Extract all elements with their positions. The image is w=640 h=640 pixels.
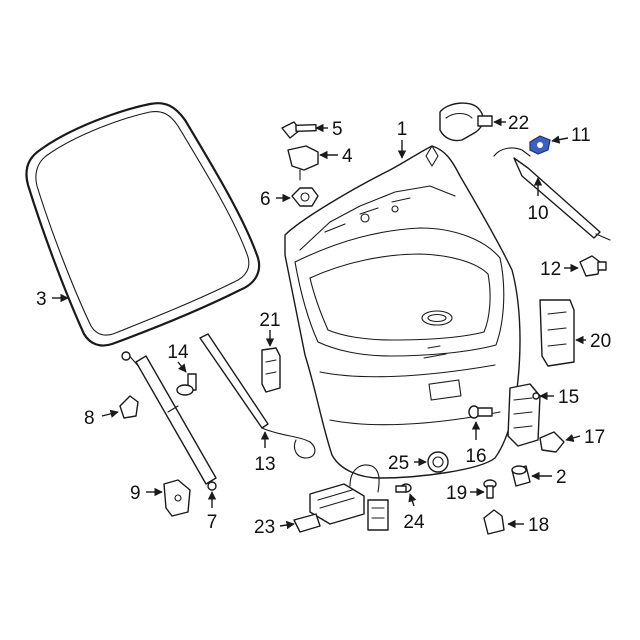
trim-panel-20 <box>539 299 575 367</box>
callout-21: 21 <box>259 310 281 347</box>
grommet-25 <box>427 451 449 473</box>
bumper-17 <box>539 431 565 453</box>
callout-label-14: 14 <box>167 342 189 363</box>
callout-1: 1 <box>397 119 408 159</box>
callout-2: 2 <box>531 467 567 488</box>
callout-18: 18 <box>507 515 549 536</box>
callout-3: 3 <box>36 289 69 310</box>
callout-8: 8 <box>84 408 119 429</box>
screw-14 <box>176 373 197 396</box>
callout-10: 10 <box>527 177 549 224</box>
callout-label-3: 3 <box>36 289 47 310</box>
bracket-21 <box>261 347 281 393</box>
callout-5: 5 <box>315 119 343 140</box>
callout-label-16: 16 <box>465 446 486 467</box>
cable-13 <box>199 333 316 459</box>
callout-label-23: 23 <box>254 517 275 538</box>
callout-label-15: 15 <box>558 387 579 408</box>
callout-label-22: 22 <box>508 113 529 134</box>
callout-label-10: 10 <box>527 203 548 224</box>
callout-label-19: 19 <box>446 483 467 504</box>
callout-label-1: 1 <box>397 119 408 140</box>
callout-label-21: 21 <box>259 310 280 331</box>
callout-12: 12 <box>540 259 579 280</box>
callout-9: 9 <box>130 483 163 504</box>
callout-label-5: 5 <box>332 119 343 140</box>
callout-7: 7 <box>207 491 218 533</box>
bracket-9 <box>163 479 191 517</box>
actuator-23 <box>293 464 389 533</box>
callout-label-24: 24 <box>403 512 425 533</box>
callout-label-6: 6 <box>260 189 271 210</box>
camera-bracket <box>439 102 493 142</box>
callout-label-18: 18 <box>528 515 549 536</box>
gas-strut-7 <box>121 351 217 491</box>
callout-label-7: 7 <box>207 512 218 533</box>
callout-label-9: 9 <box>130 483 141 504</box>
bolt-16 <box>468 405 493 419</box>
clip-8 <box>119 395 139 419</box>
clip-11-highlighted <box>529 135 551 155</box>
callout-label-25: 25 <box>388 453 409 474</box>
callout-label-13: 13 <box>254 454 275 475</box>
callout-22: 22 <box>493 113 529 134</box>
gas-strut-10 <box>493 147 611 241</box>
callout-label-8: 8 <box>84 408 95 429</box>
weatherstrip-seal <box>25 102 261 347</box>
clip-12 <box>579 255 607 277</box>
stop-2 <box>511 465 531 487</box>
callout-label-17: 17 <box>584 427 605 448</box>
bracket-18 <box>483 509 505 535</box>
nut-6 <box>291 187 319 207</box>
callout-6: 6 <box>260 189 291 210</box>
bolt-5 <box>281 121 317 139</box>
callout-20: 20 <box>575 331 611 352</box>
callout-label-4: 4 <box>342 146 353 167</box>
callout-11: 11 <box>551 125 591 146</box>
callout-19: 19 <box>446 483 485 504</box>
callout-4: 4 <box>319 146 353 167</box>
callout-16: 16 <box>465 421 487 467</box>
callout-label-11: 11 <box>571 125 591 146</box>
callout-label-2: 2 <box>556 467 567 488</box>
bracket-4 <box>287 145 319 181</box>
screw-24 <box>395 483 412 493</box>
callout-24: 24 <box>403 493 425 533</box>
pin-19 <box>483 479 497 499</box>
callout-13: 13 <box>254 431 276 475</box>
callout-14: 14 <box>167 342 189 373</box>
callout-label-12: 12 <box>540 259 561 280</box>
callout-17: 17 <box>565 427 605 448</box>
latch-15 <box>507 383 541 447</box>
callout-15: 15 <box>539 387 579 408</box>
callout-23: 23 <box>254 517 295 538</box>
liftgate-panel <box>284 145 521 479</box>
callout-25: 25 <box>388 453 427 474</box>
callout-label-20: 20 <box>590 331 611 352</box>
